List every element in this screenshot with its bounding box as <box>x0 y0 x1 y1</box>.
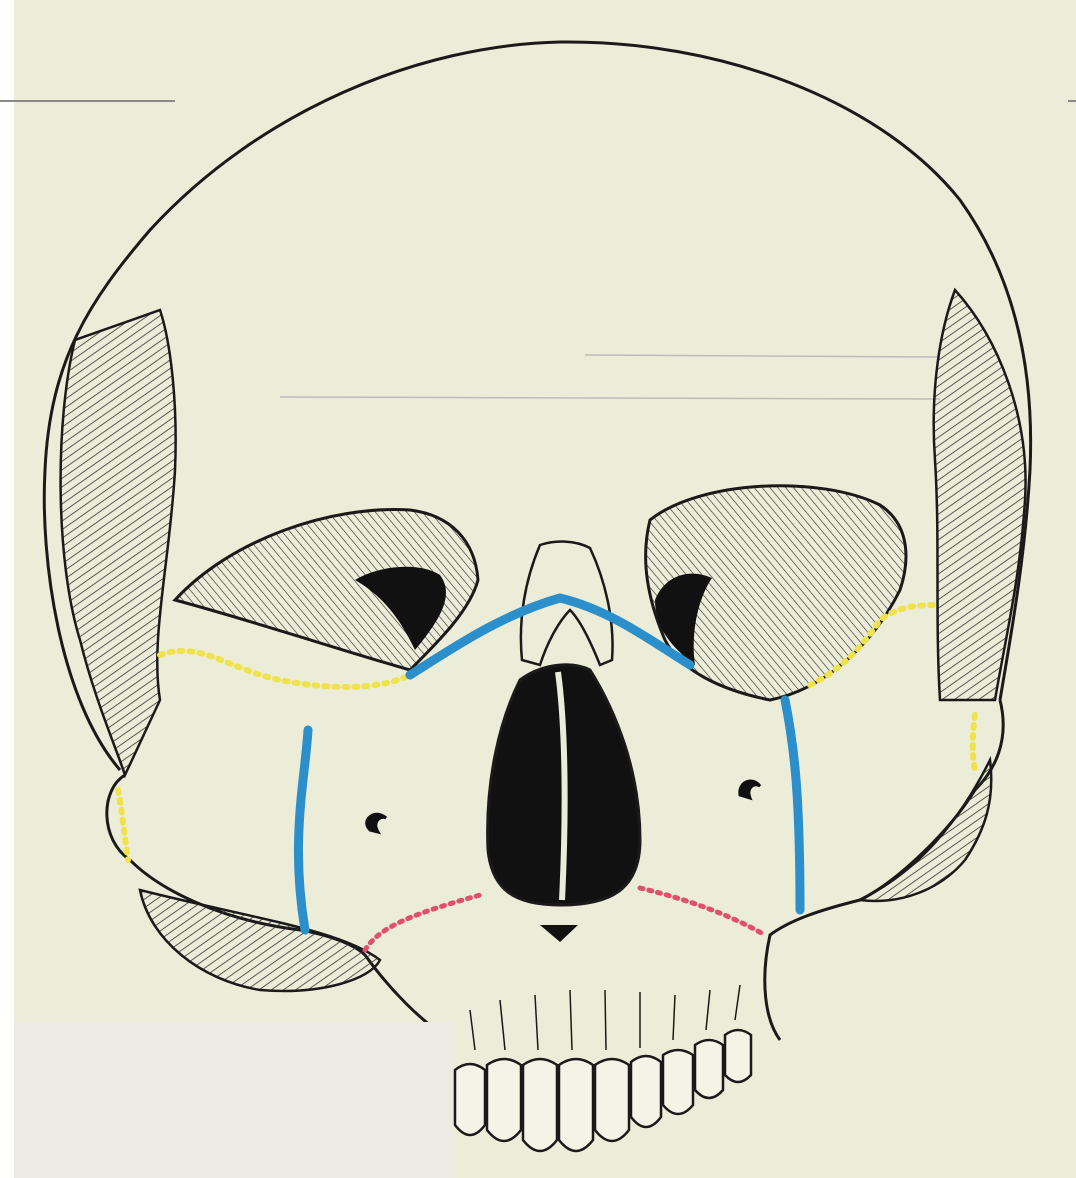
tooth <box>455 1064 485 1135</box>
tooth <box>695 1040 723 1098</box>
tooth <box>523 1059 557 1151</box>
tooth <box>725 1030 751 1082</box>
blank-label-area <box>14 1022 453 1178</box>
tooth <box>487 1059 521 1141</box>
tooth <box>595 1059 629 1141</box>
tooth <box>663 1050 693 1114</box>
tooth <box>631 1056 661 1127</box>
tooth <box>559 1059 593 1151</box>
